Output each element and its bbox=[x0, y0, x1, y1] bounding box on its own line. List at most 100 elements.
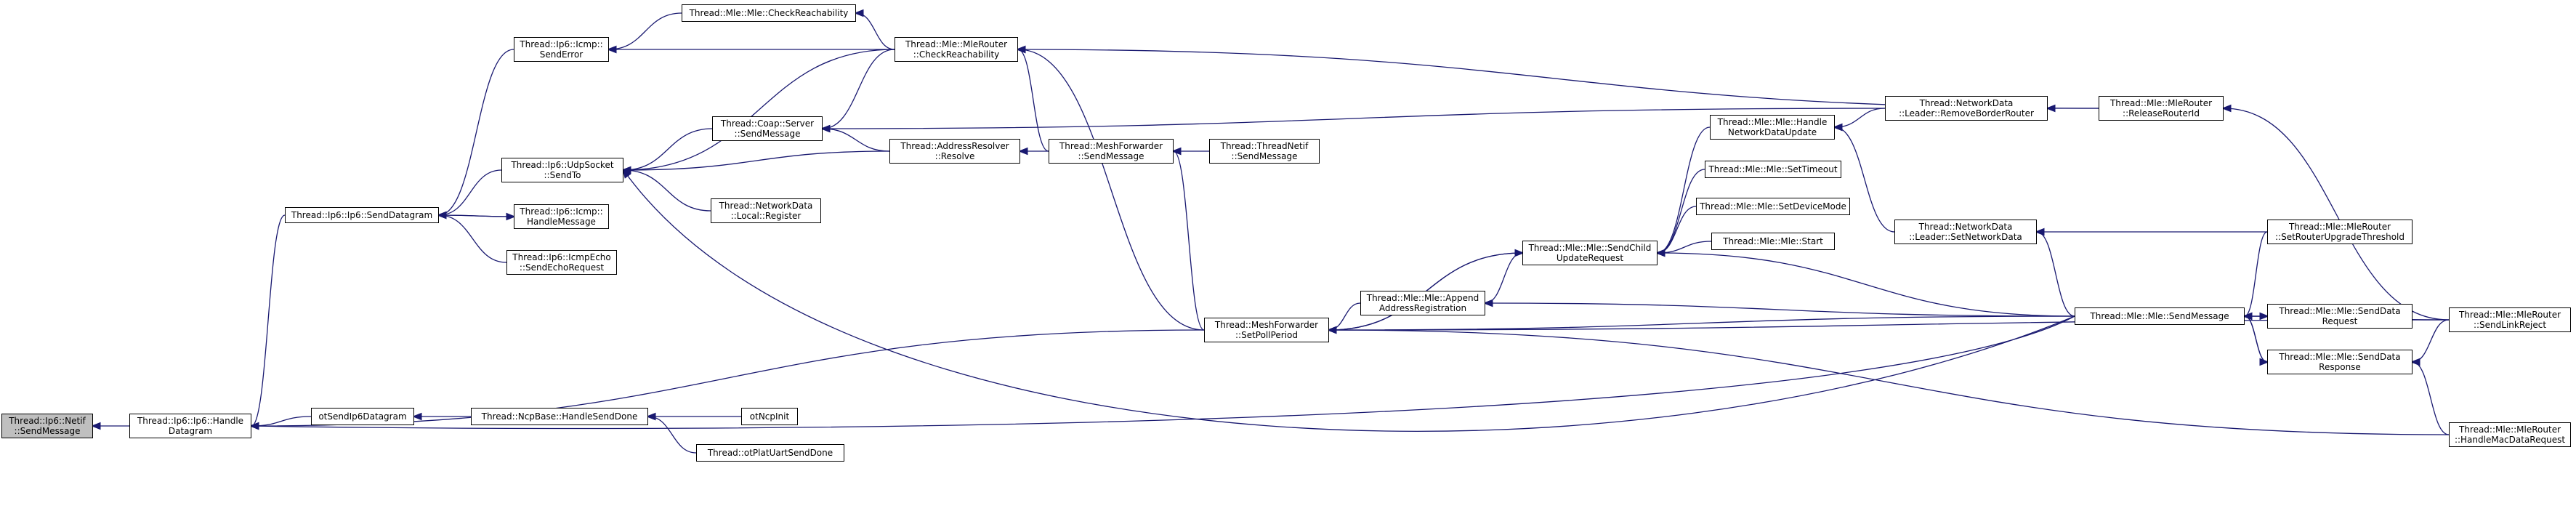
node-icmp-handle-message[interactable]: Thread::Ip6::Icmp:: HandleMessage bbox=[514, 204, 609, 229]
node-icmp-echo-send[interactable]: Thread::Ip6::IcmpEcho ::SendEchoRequest bbox=[506, 250, 617, 275]
node-label-line2: ::SendMessage bbox=[14, 426, 81, 436]
call-edge bbox=[823, 49, 895, 129]
node-mle-send-data-response[interactable]: Thread::Mle::Mle::SendData Response bbox=[2267, 350, 2413, 374]
node-label-line2: ::Resolve bbox=[934, 151, 975, 161]
node-label: Thread::Mle::Mle::SetTimeout bbox=[1708, 164, 1838, 174]
call-edge bbox=[623, 49, 895, 170]
node-mle-send-data-request[interactable]: Thread::Mle::Mle::SendData Request bbox=[2267, 304, 2413, 329]
node-label-line1: Thread::Mle::Mle::SendChild bbox=[1528, 243, 1652, 253]
node-mle-send-message[interactable]: Thread::Mle::Mle::SendMessage bbox=[2075, 307, 2245, 325]
node-udp-send-to[interactable]: Thread::Ip6::UdpSocket ::SendTo bbox=[501, 158, 623, 182]
node-label: Thread::NcpBase::HandleSendDone bbox=[481, 411, 638, 422]
node-ot-ncp-init[interactable]: otNcpInit bbox=[741, 408, 798, 425]
node-icmp-send-error[interactable]: Thread::Ip6::Icmp:: SendError bbox=[514, 37, 609, 62]
node-network-data-set-network-data[interactable]: Thread::NetworkData ::Leader::SetNetwork… bbox=[1894, 220, 2037, 244]
node-label-line2: ::SendMessage bbox=[1231, 151, 1298, 161]
node-label-line1: Thread::Mle::MleRouter bbox=[2109, 98, 2213, 108]
node-label-line1: Thread::Mle::Mle::SendData bbox=[2279, 352, 2401, 362]
node-mle-check-reachability[interactable]: Thread::Mle::Mle::CheckReachability bbox=[682, 4, 856, 22]
node-ncp-handle-send-done[interactable]: Thread::NcpBase::HandleSendDone bbox=[471, 408, 648, 425]
node-mle-router-release-router-id[interactable]: Thread::Mle::MleRouter ::ReleaseRouterId bbox=[2099, 96, 2224, 121]
node-mle-append-address-registration[interactable]: Thread::Mle::Mle::Append AddressRegistra… bbox=[1360, 291, 1485, 315]
node-label-line2: UpdateRequest bbox=[1556, 253, 1624, 263]
node-label: Thread::Mle::Mle::CheckReachability bbox=[689, 8, 849, 18]
node-mle-router-handle-mac-data-request[interactable]: Thread::Mle::MleRouter ::HandleMacDataRe… bbox=[2449, 422, 2571, 447]
call-edge bbox=[2413, 362, 2450, 435]
node-mle-handle-network-data-update[interactable]: Thread::Mle::Mle::Handle NetworkDataUpda… bbox=[1710, 115, 1835, 140]
node-mesh-forwarder-send-message[interactable]: Thread::MeshForwarder ::SendMessage bbox=[1049, 139, 1174, 164]
node-label-line1: Thread::Ip6::UdpSocket bbox=[511, 160, 614, 170]
node-thread-netif-send-message[interactable]: Thread::ThreadNetif ::SendMessage bbox=[1209, 139, 1320, 164]
node-ot-send-ip6-datagram[interactable]: otSendIp6Datagram bbox=[311, 408, 414, 425]
node-label-line2: ::SendEchoRequest bbox=[519, 262, 605, 273]
call-edge bbox=[823, 108, 1886, 129]
node-label-line2: ::Local::Register bbox=[730, 211, 802, 221]
node-mle-router-set-upgrade-threshold[interactable]: Thread::Mle::MleRouter ::SetRouterUpgrad… bbox=[2267, 220, 2413, 244]
node-ip6-handle-datagram[interactable]: Thread::Ip6::Ip6::Handle Datagram bbox=[129, 414, 251, 438]
node-mesh-forwarder-set-poll-period[interactable]: Thread::MeshForwarder ::SetPollPeriod bbox=[1204, 318, 1329, 342]
node-label-line1: Thread::MeshForwarder bbox=[1214, 320, 1319, 330]
call-edge bbox=[1485, 252, 1523, 303]
node-label-line2: ::HandleMacDataRequest bbox=[2454, 435, 2566, 445]
call-edge bbox=[1658, 126, 1711, 253]
call-edge bbox=[623, 150, 890, 170]
call-edge bbox=[439, 49, 514, 215]
node-mle-router-check-reachability[interactable]: Thread::Mle::MleRouter ::CheckReachabili… bbox=[895, 37, 1018, 62]
call-edge bbox=[1835, 127, 1895, 233]
node-label-line1: Thread::NetworkData bbox=[1918, 222, 2013, 232]
node-label-line1: Thread::Mle::MleRouter bbox=[2458, 310, 2561, 320]
call-edge bbox=[2244, 315, 2267, 362]
node-label-line2: Datagram bbox=[168, 426, 213, 436]
node-label-line2: ::SendMessage bbox=[734, 129, 801, 139]
node-label-line1: Thread::Mle::MleRouter bbox=[905, 39, 1008, 49]
call-edge bbox=[1329, 302, 1361, 330]
node-ot-plat-uart-send-done[interactable]: Thread::otPlatUartSendDone bbox=[696, 444, 844, 462]
node-label-line1: Thread::Ip6::Ip6::Handle bbox=[137, 416, 244, 426]
node-label-line2: HandleMessage bbox=[527, 217, 596, 227]
node-network-data-local-register[interactable]: Thread::NetworkData ::Local::Register bbox=[711, 198, 821, 223]
node-label-line2: ::SendLinkReject bbox=[2473, 320, 2547, 330]
node-mle-send-child-update-request[interactable]: Thread::Mle::Mle::SendChild UpdateReques… bbox=[1522, 241, 1658, 265]
call-edge bbox=[439, 215, 507, 263]
node-label-line1: Thread::Mle::Mle::SendData bbox=[2279, 306, 2401, 316]
node-label-line1: Thread::MeshForwarder bbox=[1059, 141, 1163, 151]
call-edge bbox=[623, 170, 2075, 432]
node-label-line2: ::SetPollPeriod bbox=[1235, 330, 1299, 340]
call-edge bbox=[823, 129, 890, 152]
node-label: Thread::Mle::Mle::SendMessage bbox=[2090, 311, 2229, 321]
node-label-line1: Thread::Coap::Server bbox=[720, 118, 815, 129]
node-mle-router-send-link-reject[interactable]: Thread::Mle::MleRouter ::SendLinkReject bbox=[2449, 307, 2571, 332]
node-label: Thread::Mle::Mle::Start bbox=[1723, 236, 1823, 246]
node-netif-send-message: Thread::Ip6::Netif ::SendMessage bbox=[1, 414, 93, 438]
node-coap-send-message[interactable]: Thread::Coap::Server ::SendMessage bbox=[712, 116, 823, 141]
call-edge bbox=[1658, 206, 1697, 253]
node-label-line2: Response bbox=[2319, 362, 2361, 372]
node-label-line2: ::SetRouterUpgradeThreshold bbox=[2274, 232, 2405, 242]
call-edge bbox=[1485, 303, 2075, 317]
node-ip6-send-datagram[interactable]: Thread::Ip6::Ip6::SendDatagram bbox=[285, 207, 439, 223]
node-mle-start[interactable]: Thread::Mle::Mle::Start bbox=[1711, 233, 1835, 250]
node-mle-set-device-mode[interactable]: Thread::Mle::Mle::SetDeviceMode bbox=[1696, 198, 1850, 215]
node-label-line2: ::SendMessage bbox=[1078, 151, 1144, 161]
node-label-line1: Thread::NetworkData bbox=[719, 201, 813, 211]
node-label-line2: NetworkDataUpdate bbox=[1727, 127, 1817, 137]
node-label-line1: Thread::AddressResolver bbox=[900, 141, 1009, 151]
node-label: Thread::Ip6::Ip6::SendDatagram bbox=[291, 210, 433, 220]
node-label: otSendIp6Datagram bbox=[318, 411, 407, 422]
node-label-line2: ::SendTo bbox=[544, 170, 581, 180]
node-address-resolver-resolve[interactable]: Thread::AddressResolver ::Resolve bbox=[889, 139, 1020, 164]
call-edge bbox=[2037, 232, 2075, 317]
call-edge bbox=[251, 315, 2075, 428]
call-edge bbox=[1329, 315, 2075, 330]
call-edge bbox=[1658, 241, 1712, 253]
node-label-line2: Request bbox=[2322, 316, 2358, 326]
node-network-data-remove-border-router[interactable]: Thread::NetworkData ::Leader::RemoveBord… bbox=[1885, 96, 2048, 121]
call-edge bbox=[1174, 151, 1205, 331]
node-label-line2: SendError bbox=[539, 49, 584, 60]
node-label-line1: Thread::Ip6::Icmp:: bbox=[520, 39, 603, 49]
node-label-line1: Thread::Mle::MleRouter bbox=[2458, 425, 2561, 435]
node-label-line1: Thread::Mle::Mle::Append bbox=[1366, 293, 1479, 303]
call-edge bbox=[623, 170, 711, 212]
node-mle-set-timeout[interactable]: Thread::Mle::Mle::SetTimeout bbox=[1705, 161, 1841, 178]
call-edge bbox=[439, 169, 502, 215]
